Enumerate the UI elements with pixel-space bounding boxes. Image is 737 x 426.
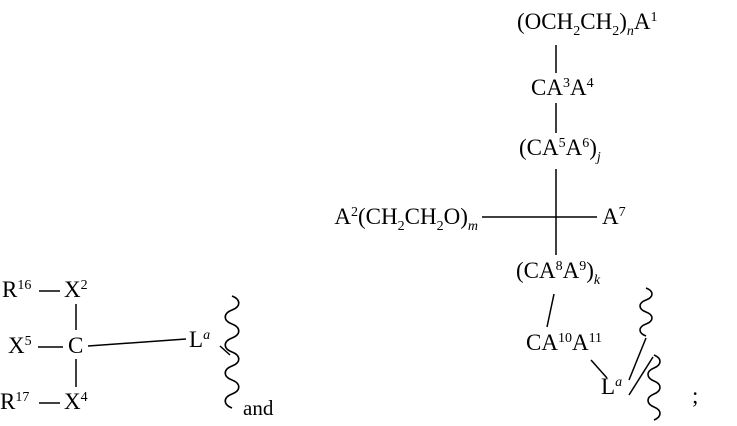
- group-ca3a4: CA3A4: [531, 74, 594, 102]
- script-sub: 2: [436, 219, 444, 234]
- script-sup: 5: [24, 334, 32, 349]
- punctuation-semicolon: ;: [692, 383, 699, 408]
- text-segment: L: [189, 327, 204, 352]
- bond-ca10a11-la: [590, 359, 608, 379]
- text-segment: A: [602, 204, 619, 229]
- text-segment: O): [443, 204, 468, 229]
- script-sub: 2: [397, 219, 405, 234]
- text-segment: A: [334, 204, 352, 229]
- text-segment: CA: [526, 330, 558, 355]
- group-a7: A7: [602, 203, 626, 231]
- text-segment: CH: [404, 204, 437, 229]
- script-sup: 6: [582, 136, 590, 151]
- script-sup: 1: [650, 10, 658, 25]
- script-supi: a: [615, 375, 623, 390]
- script-sup: 2: [351, 205, 359, 220]
- group-x4: X4: [64, 388, 88, 416]
- text-segment: R: [2, 277, 18, 302]
- script-sup: 10: [557, 331, 572, 346]
- script-sup: 4: [80, 390, 88, 405]
- script-sup: 3: [562, 76, 570, 91]
- bond-ca8a9-ca10a11: [546, 293, 555, 328]
- text-segment: A: [562, 258, 580, 283]
- text-segment: ): [619, 9, 627, 34]
- text-segment: A: [569, 75, 587, 100]
- bond-la-backbone-lower: [628, 356, 654, 396]
- group-r16: R16: [2, 276, 31, 304]
- text-segment: R: [0, 389, 16, 414]
- text-segment: (CA: [519, 135, 559, 160]
- bond-la-backbone-left: [219, 345, 231, 356]
- script-supi: a: [203, 328, 211, 343]
- text-segment: (CH: [358, 204, 398, 229]
- text-segment: ): [589, 135, 597, 160]
- script-subi: n: [626, 24, 634, 39]
- script-subi: m: [467, 219, 478, 234]
- conjunction-and: and: [243, 396, 274, 420]
- bond-la-backbone-upper: [628, 337, 647, 381]
- text-segment: A: [571, 330, 589, 355]
- text-segment: ): [586, 258, 594, 283]
- text-segment: CH: [580, 9, 613, 34]
- script-sup: 8: [555, 259, 563, 274]
- group-peg-left: A2(CH2CH2O)m: [334, 203, 478, 234]
- squiggle-backbone-left: [224, 295, 240, 409]
- script-sup: 7: [618, 205, 626, 220]
- text-segment: A: [565, 135, 583, 160]
- group-x2: X2: [64, 276, 88, 304]
- text-segment: X: [8, 333, 25, 358]
- group-r17: R17: [0, 388, 29, 416]
- script-sup: 16: [17, 278, 32, 293]
- script-subi: j: [596, 150, 601, 165]
- squiggle-backbone-upper-right: [639, 287, 653, 337]
- group-ca5a6-j: (CA5A6)j: [519, 134, 601, 165]
- script-sup: 2: [80, 278, 88, 293]
- script-sup: 9: [579, 259, 587, 274]
- script-sub: 2: [573, 24, 581, 39]
- group-peg-top: (OCH2CH2)nA1: [517, 8, 658, 39]
- linker-la-left: La: [189, 326, 210, 354]
- group-x5: X5: [8, 332, 32, 360]
- linker-la-right: La: [601, 373, 622, 401]
- text-segment: X: [64, 389, 81, 414]
- text-segment: L: [601, 374, 616, 399]
- script-sup: 4: [586, 76, 594, 91]
- text-segment: A: [633, 9, 651, 34]
- group-ca8a9-k: (CA8A9)k: [516, 257, 601, 288]
- text-segment: (OCH: [517, 9, 574, 34]
- script-sub: 2: [612, 24, 620, 39]
- text-segment: CA: [531, 75, 563, 100]
- script-sup: 17: [15, 390, 30, 405]
- script-subi: k: [593, 273, 601, 288]
- script-sup: 11: [588, 331, 603, 346]
- text-segment: C: [68, 333, 84, 358]
- group-ca10a11: CA10A11: [526, 329, 602, 357]
- text-segment: (CA: [516, 258, 556, 283]
- text-segment: X: [64, 277, 81, 302]
- script-sup: 5: [558, 136, 566, 151]
- squiggle-backbone-lower-right: [647, 354, 661, 421]
- atom-c: C: [68, 332, 83, 360]
- bond-c-la: [87, 338, 187, 347]
